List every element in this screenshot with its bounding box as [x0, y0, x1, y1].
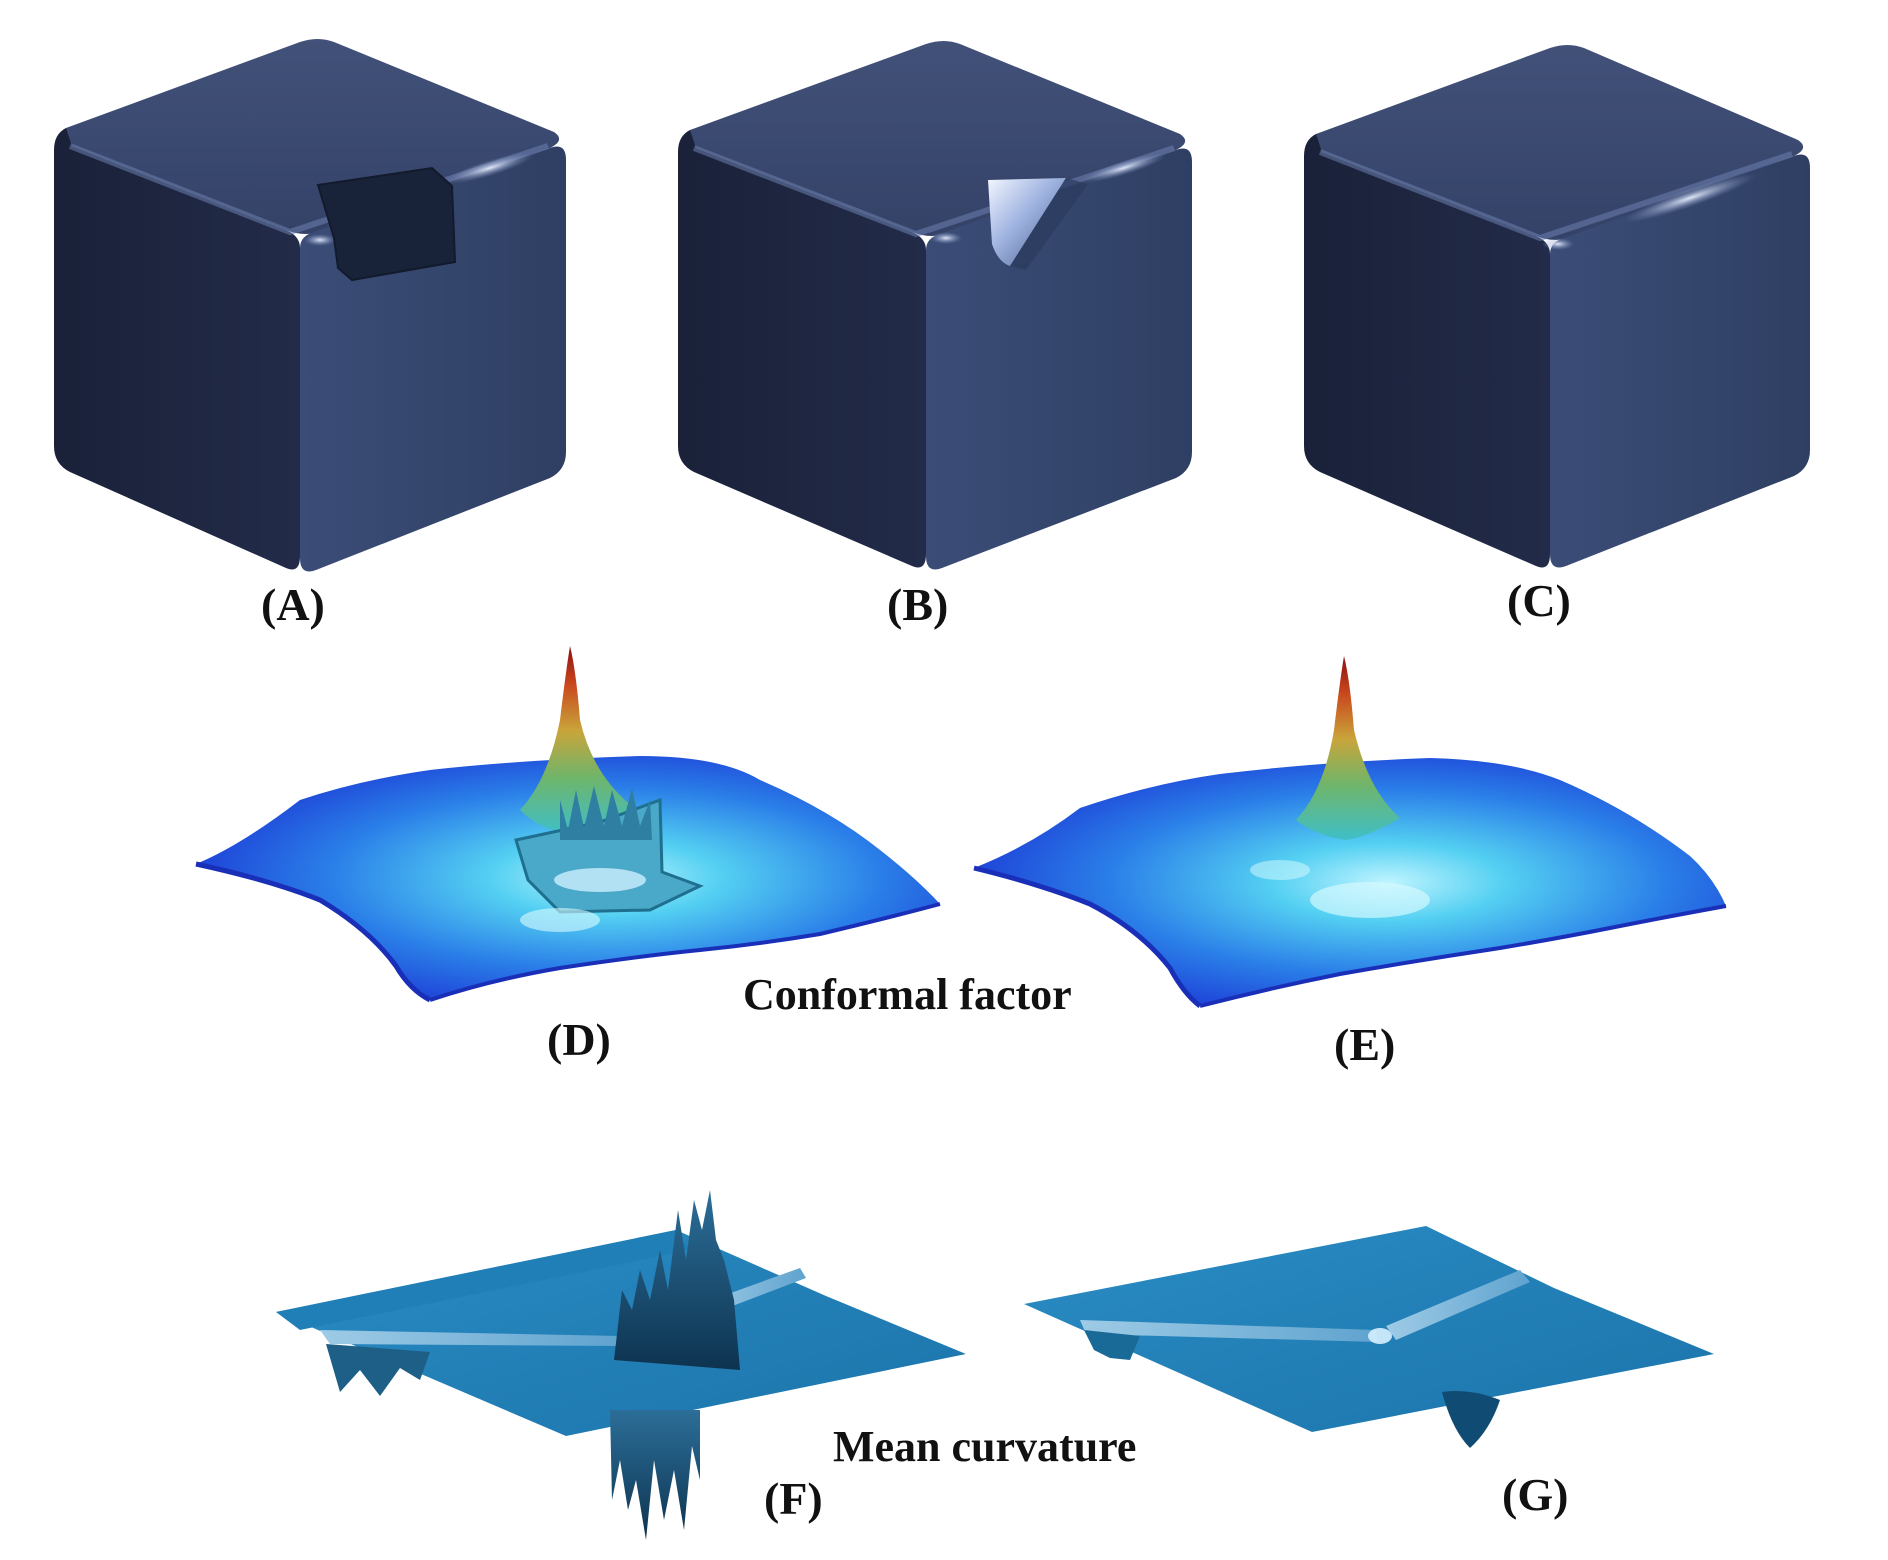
curvature-ridge: [1386, 1270, 1530, 1340]
mean-curvature-plot-f: [276, 1190, 966, 1540]
artifact-highlight: [554, 868, 646, 892]
panel-label-f: (F): [764, 1473, 823, 1524]
cube-shine: [1542, 238, 1574, 250]
conformal-factor-surface-e: [973, 656, 1727, 1008]
curvature-edge-dip: [1084, 1330, 1140, 1360]
panel-label-e: (E): [1334, 1019, 1396, 1070]
surface-glow: [1250, 860, 1310, 880]
surface-edge: [1199, 904, 1727, 1008]
surface-sheet: [974, 758, 1726, 1006]
cube-shine: [1081, 153, 1167, 183]
panel-label-a: (A): [261, 579, 325, 630]
surface-glow: [520, 908, 600, 932]
cube-shine: [304, 234, 336, 246]
curvature-plane-back: [276, 1230, 690, 1330]
caption-mean-curvature: Mean curvature: [833, 1422, 1137, 1471]
cube-left-face: [54, 128, 300, 570]
panel-label-b: (B): [887, 579, 949, 630]
repaired-patch-shadow: [1010, 178, 1088, 270]
curvature-dip: [1442, 1391, 1500, 1448]
surface-hole: [316, 166, 457, 282]
curvature-ridge: [1080, 1320, 1378, 1342]
surface-glow: [1310, 882, 1430, 918]
cube-left-face: [1304, 134, 1550, 568]
cube-with-hole-a: [54, 39, 566, 572]
curvature-spike-down: [610, 1410, 700, 1540]
cube-edge-highlight: [1318, 149, 1793, 242]
curvature-plane: [1024, 1226, 1714, 1432]
cube-right-face: [1550, 154, 1810, 568]
curvature-ridge: [320, 1330, 622, 1346]
cube-shine: [1623, 173, 1757, 223]
cube-with-patch-b: [678, 41, 1192, 570]
surface-edge: [429, 902, 941, 1002]
conformal-factor-surface-d: [195, 646, 941, 1003]
panel-label-d: (D): [547, 1014, 611, 1065]
curvature-spike-up: [614, 1190, 740, 1370]
panel-label-c: (C): [1507, 575, 1571, 626]
peak: [520, 646, 640, 834]
repaired-patch: [988, 178, 1066, 266]
mean-curvature-plot-g: [1024, 1226, 1714, 1448]
panel-label-g: (G): [1502, 1469, 1569, 1520]
surface-edge: [973, 865, 1202, 1008]
curvature-spike-left: [326, 1344, 430, 1396]
surface-edge: [195, 861, 432, 1003]
cube-shine: [445, 152, 535, 184]
peak: [1296, 656, 1400, 840]
cube-right-face: [926, 148, 1192, 570]
artifact-spikes: [560, 786, 652, 840]
cube-original-c: [1304, 45, 1810, 568]
ridge-highlight: [1368, 1328, 1392, 1344]
cube-left-face: [678, 130, 926, 568]
cube-shine: [930, 232, 962, 244]
caption-conformal-factor: Conformal factor: [743, 970, 1072, 1019]
